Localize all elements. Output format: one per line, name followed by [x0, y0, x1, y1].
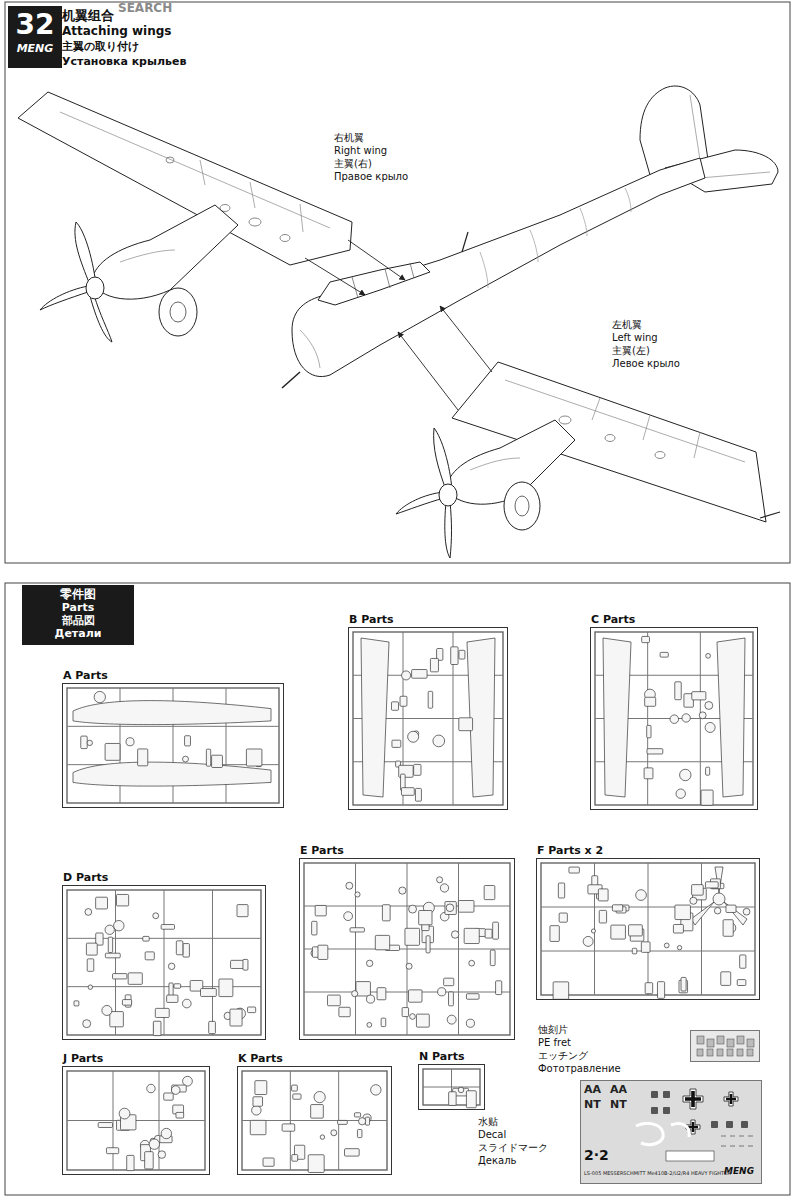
- sprue-drawing: [63, 886, 265, 1039]
- sprue-drawing: [63, 684, 283, 807]
- sprue-frame: J Parts: [62, 1066, 210, 1175]
- sprue-frame: N Parts: [418, 1064, 485, 1110]
- sprue-drawing: [537, 859, 759, 999]
- wing-label: Правое крыло: [334, 170, 408, 183]
- section-heading: Детали: [28, 627, 128, 640]
- wing-label: Левое крыло: [612, 357, 680, 370]
- sprue-label: F Parts x 2: [537, 844, 603, 857]
- sprue-frame: B Parts: [348, 627, 508, 810]
- decal-marking: MENG: [724, 1166, 754, 1177]
- sprue-frame: A Parts: [62, 683, 284, 808]
- sprue-label: J Parts: [63, 1052, 103, 1065]
- decal-marking: 2·2: [584, 1146, 609, 1164]
- step-title: 主翼の取り付け: [62, 40, 139, 54]
- watermark: SEARCH: [118, 1, 172, 16]
- wing-label: 主翼(右): [334, 157, 372, 170]
- sprue-label: D Parts: [63, 871, 108, 884]
- sprue-label: B Parts: [349, 613, 394, 626]
- sprue-drawing: [300, 859, 514, 1039]
- sprue-label: K Parts: [238, 1052, 283, 1065]
- step-number-badge: 32MENG: [8, 6, 62, 68]
- section-heading: 零件图: [28, 588, 128, 601]
- item-heading: PE fret: [538, 1036, 621, 1049]
- sprue-frame: D Parts: [62, 885, 266, 1040]
- wing-label: Left wing: [612, 331, 658, 344]
- sprue-drawing: [419, 1065, 484, 1109]
- wing-label: 左机翼: [612, 318, 642, 331]
- decal-marking: NT: [584, 1098, 601, 1112]
- decal-marking: NT: [610, 1098, 627, 1112]
- sprue-frame: E Parts: [299, 858, 515, 1040]
- step-title: Установка крыльев: [62, 55, 186, 69]
- item-heading: Декаль: [478, 1154, 548, 1167]
- sprue-drawing: [591, 628, 757, 809]
- sprue-drawing: [238, 1067, 391, 1174]
- sprue-label: C Parts: [591, 613, 635, 626]
- sprue-drawing: [63, 1067, 209, 1174]
- item-heading: エッチング: [538, 1049, 621, 1062]
- brand-logo: MENG: [11, 42, 59, 56]
- step-number: 32: [11, 8, 59, 42]
- section-heading: Parts: [28, 601, 128, 614]
- decal-marking: LS-005 MESSERSCHMITT Me410B-2/U2/R4 HEAV…: [584, 1170, 731, 1176]
- decal-marking: AA: [610, 1083, 627, 1097]
- sprue-label: N Parts: [419, 1050, 464, 1063]
- sprue-drawing: [349, 628, 507, 809]
- sprue-frame: K Parts: [237, 1066, 392, 1175]
- wing-label: 右机翼: [334, 131, 364, 144]
- step-frame: [5, 2, 790, 563]
- item-heading: Фототравление: [538, 1062, 621, 1075]
- item-heading: 水贴: [478, 1115, 548, 1128]
- aircraft-drawing: [18, 86, 780, 558]
- sprue-label: E Parts: [300, 844, 344, 857]
- pe-fret-frame: 蚀刻片PE fretエッチングФототравление: [690, 1030, 760, 1062]
- decal-marking: AA: [584, 1083, 601, 1097]
- wing-label: 主翼(左): [612, 344, 650, 357]
- parts-frame: [5, 583, 790, 1195]
- item-heading: 蚀刻片: [538, 1023, 621, 1036]
- pe-fret-drawing: [691, 1031, 759, 1061]
- step-title: 机翼组合: [62, 8, 114, 24]
- section-tab: 零件图Parts部品図Детали: [22, 585, 134, 645]
- sprue-frame: F Parts x 2: [536, 858, 760, 1000]
- step-title: Attaching wings: [62, 24, 171, 39]
- sprue-frame: C Parts: [590, 627, 758, 810]
- item-heading: Decal: [478, 1128, 548, 1141]
- wing-label: Right wing: [334, 144, 387, 157]
- sprue-label: A Parts: [63, 669, 108, 682]
- assembly-arrow: [305, 240, 492, 410]
- section-heading: 部品図: [28, 614, 128, 627]
- item-heading: スライドマーク: [478, 1141, 548, 1154]
